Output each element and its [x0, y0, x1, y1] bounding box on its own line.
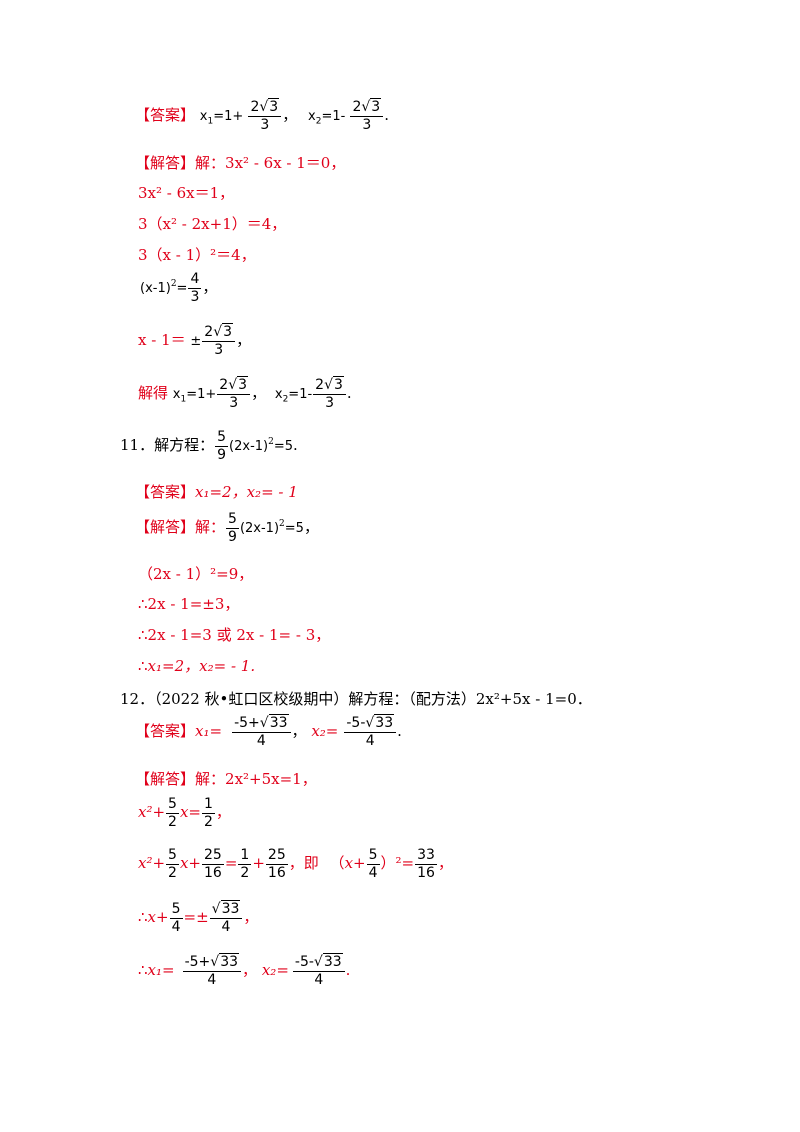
solution-line-10-4: 3（x - 1）²＝4，	[138, 246, 256, 264]
solution-line-10-1: 【解答】解：3x² - 6x - 1＝0，	[135, 154, 346, 172]
answer-label: 【答案】	[135, 106, 196, 125]
solution-line-11-3: ∴2x - 1=±3，	[138, 595, 240, 613]
answer-line-11: 【答案】x₁=2，x₂= - 1	[135, 483, 298, 501]
solution-line-11-4: ∴2x - 1=3 或 2x - 1= - 3，	[138, 626, 331, 644]
question-12: 12．（2022 秋•虹口区校级期中）解方程：（配方法）2x²+5x - 1=0…	[120, 690, 592, 708]
solution-line-10-3: 3（x² - 2x+1）＝4，	[138, 215, 287, 233]
solution-line-11-2: （2x - 1）²=9，	[138, 565, 254, 583]
solution-line-11-5: ∴x₁=2，x₂= - 1.	[138, 657, 256, 675]
solution-line-12-1: 【解答】解：2x²+5x=1，	[135, 770, 317, 788]
var-x: x	[199, 109, 208, 125]
solution-line-10-2: 3x² - 6x＝1，	[138, 184, 235, 202]
question-number: 11．	[120, 436, 155, 455]
question-number: 12．	[120, 690, 155, 708]
